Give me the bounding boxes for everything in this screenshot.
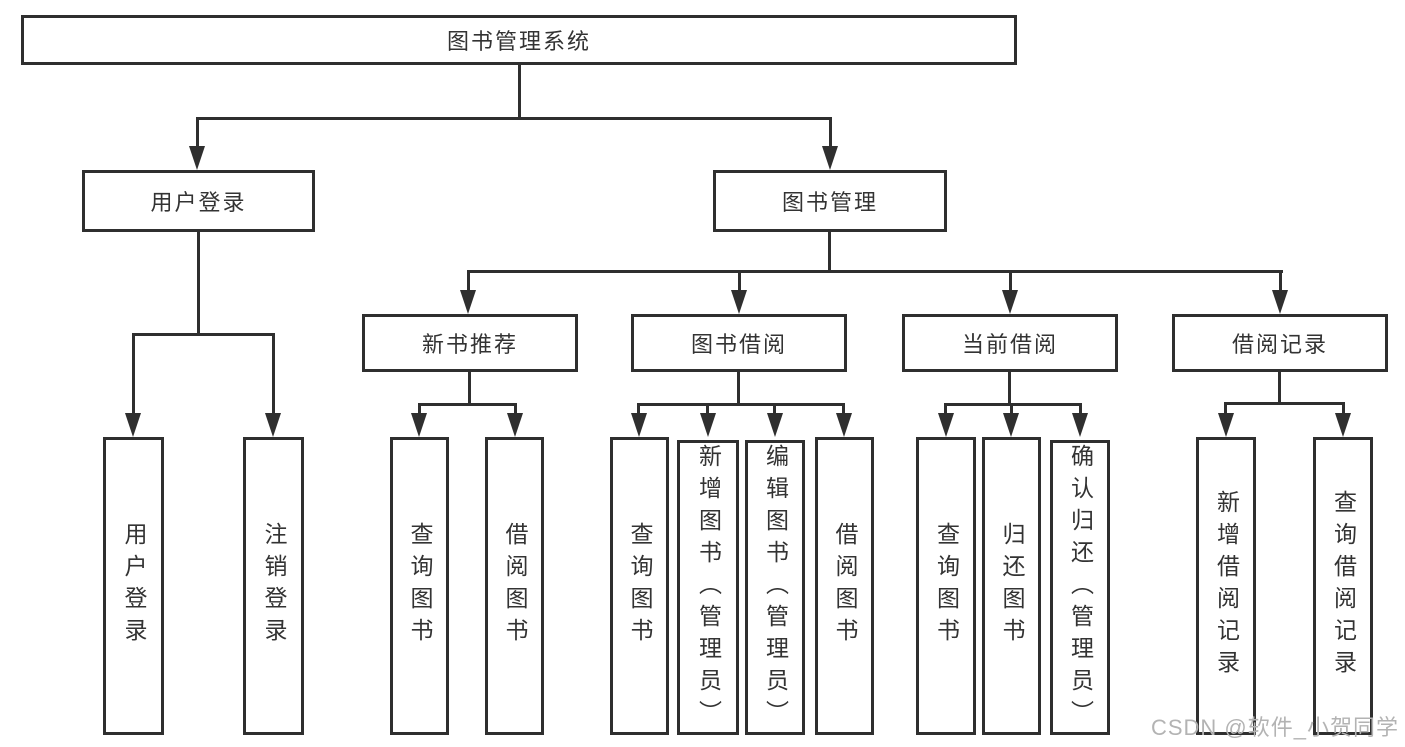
arrowhead-down	[1002, 290, 1018, 314]
arrowhead-down	[822, 146, 838, 170]
connector-record-drop	[1342, 402, 1345, 417]
connector-current-bar	[944, 403, 1082, 406]
leaf-recommend-borrow-book-label: 借阅图书	[502, 522, 528, 650]
node-user-login: 用户登录	[82, 170, 315, 232]
connector-recommend-drop	[418, 403, 421, 417]
leaf-current-confirm-return-admin-label: 确认归还（管理员）	[1067, 443, 1094, 732]
connector-borrow-stem	[737, 372, 740, 406]
arrowhead-down	[731, 290, 747, 314]
arrowhead-down	[631, 413, 647, 437]
arrowhead-down	[1072, 413, 1088, 437]
connector-user-login-drop	[132, 333, 135, 415]
leaf-borrow-query-book-label: 查询图书	[627, 522, 653, 650]
connector-recommend-stem	[468, 372, 471, 406]
connector-book-mgmt-drop	[1279, 270, 1282, 293]
connector-book-mgmt-drop	[467, 270, 470, 293]
leaf-current-confirm-return-admin: 确认归还（管理员）	[1050, 440, 1110, 735]
leaf-logout: 注销登录	[243, 437, 304, 735]
arrowhead-down	[938, 413, 954, 437]
arrowhead-down	[700, 413, 716, 437]
csdn-watermark: CSDN @软件_小贺同学	[1150, 715, 1399, 740]
connector-book-mgmt-bar	[467, 270, 1283, 273]
connector-current-drop	[944, 403, 947, 417]
arrowhead-down	[265, 413, 281, 437]
leaf-borrow-edit-book-admin-label: 编辑图书（管理员）	[762, 443, 789, 732]
node-current-borrow-label: 当前借阅	[961, 332, 1058, 357]
node-borrow-record: 借阅记录	[1172, 314, 1388, 372]
connector-borrow-bar	[637, 403, 845, 406]
arrowhead-down	[1272, 290, 1288, 314]
connector-root-bar	[196, 117, 832, 120]
arrowhead-down	[411, 413, 427, 437]
connector-user-login-drop	[272, 333, 275, 415]
leaf-record-query-borrow-record-label: 查询借阅记录	[1330, 490, 1357, 682]
leaf-logout-label: 注销登录	[261, 522, 287, 650]
connector-record-drop	[1224, 402, 1227, 417]
connector-borrow-drop	[842, 403, 845, 417]
connector-book-mgmt-drop	[1009, 270, 1012, 293]
arrowhead-down	[1335, 413, 1351, 437]
node-book-management: 图书管理	[713, 170, 947, 232]
node-book-management-label: 图书管理	[781, 190, 878, 215]
leaf-current-query-book: 查询图书	[916, 437, 976, 735]
arrowhead-down	[836, 413, 852, 437]
leaf-record-add-borrow-record: 新增借阅记录	[1196, 437, 1256, 735]
connector-book-mgmt-drop	[738, 270, 741, 293]
connector-root-drop-right	[829, 117, 832, 149]
connector-borrow-drop	[637, 403, 640, 417]
arrowhead-down	[125, 413, 141, 437]
leaf-borrow-query-book: 查询图书	[610, 437, 669, 735]
node-current-borrow: 当前借阅	[902, 314, 1118, 372]
connector-borrow-drop	[706, 403, 709, 417]
leaf-recommend-borrow-book: 借阅图书	[485, 437, 544, 735]
leaf-current-query-book-label: 查询图书	[933, 522, 960, 650]
leaf-record-query-borrow-record: 查询借阅记录	[1313, 437, 1373, 735]
leaf-current-return-book: 归还图书	[982, 437, 1041, 735]
connector-current-drop	[1010, 403, 1013, 417]
connector-user-login-stem	[197, 232, 200, 336]
node-book-borrow-label: 图书借阅	[690, 332, 787, 357]
leaf-borrow-edit-book-admin: 编辑图书（管理员）	[745, 440, 805, 735]
arrowhead-down	[189, 146, 205, 170]
connector-current-drop	[1079, 403, 1082, 417]
node-library-management-system-label: 图书管理系统	[446, 29, 591, 54]
node-new-book-recommend-label: 新书推荐	[421, 332, 518, 357]
arrowhead-down	[1003, 413, 1019, 437]
leaf-borrow-borrow-book-label: 借阅图书	[832, 522, 858, 650]
node-borrow-record-label: 借阅记录	[1231, 332, 1328, 357]
leaf-borrow-borrow-book: 借阅图书	[815, 437, 874, 735]
leaf-record-add-borrow-record-label: 新增借阅记录	[1213, 490, 1240, 682]
node-book-borrow: 图书借阅	[631, 314, 847, 372]
leaf-user-login: 用户登录	[103, 437, 164, 735]
arrowhead-down	[1218, 413, 1234, 437]
connector-recommend-bar	[418, 403, 517, 406]
node-library-management-system: 图书管理系统	[21, 15, 1017, 65]
connector-current-stem	[1008, 372, 1011, 406]
arrowhead-down	[460, 290, 476, 314]
node-user-login-label: 用户登录	[150, 190, 247, 215]
leaf-borrow-add-book-admin-label: 新增图书（管理员）	[695, 443, 722, 732]
connector-root-stem	[518, 64, 521, 118]
connector-borrow-drop	[773, 403, 776, 417]
leaf-current-return-book-label: 归还图书	[999, 522, 1025, 650]
leaf-user-login-label: 用户登录	[121, 522, 147, 650]
leaf-recommend-query-book-label: 查询图书	[407, 522, 433, 650]
leaf-borrow-add-book-admin: 新增图书（管理员）	[677, 440, 739, 735]
leaf-recommend-query-book: 查询图书	[390, 437, 449, 735]
connector-recommend-drop	[514, 403, 517, 417]
connector-root-drop-left	[196, 117, 199, 149]
node-new-book-recommend: 新书推荐	[362, 314, 578, 372]
connector-book-mgmt-stem	[828, 232, 831, 273]
connector-user-login-bar	[132, 333, 275, 336]
connector-record-stem	[1278, 372, 1281, 405]
connector-record-bar	[1224, 402, 1345, 405]
arrowhead-down	[507, 413, 523, 437]
arrowhead-down	[767, 413, 783, 437]
